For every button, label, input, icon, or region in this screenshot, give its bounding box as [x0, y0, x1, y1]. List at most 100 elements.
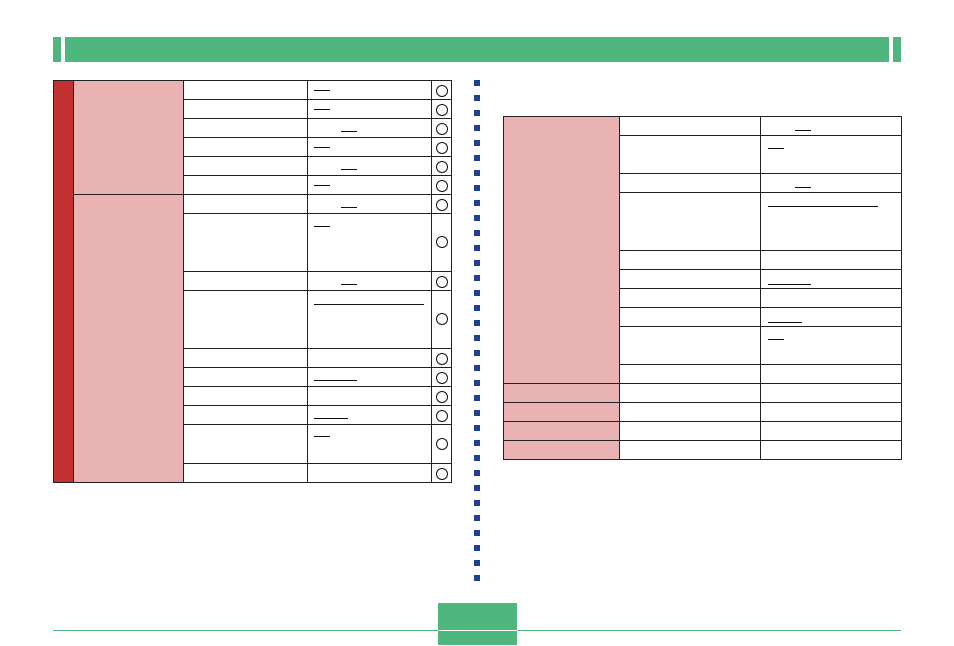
header-bar — [65, 37, 889, 62]
value-cell — [760, 173, 902, 193]
circle-icon — [435, 123, 448, 135]
circle-icon — [435, 142, 448, 154]
value-cell — [760, 383, 902, 403]
group-cell-2 — [73, 194, 184, 483]
item-cell — [183, 405, 308, 425]
item-cell — [619, 421, 761, 441]
value-cell — [760, 192, 902, 251]
value-cell — [760, 307, 902, 327]
circle-icon — [435, 391, 448, 403]
group-cell-7 — [503, 440, 620, 460]
value-cell — [307, 424, 432, 464]
column-divider — [474, 80, 480, 590]
value-cell — [760, 421, 902, 441]
value-cell — [760, 269, 902, 289]
value-cell — [760, 288, 902, 308]
flag-cell — [431, 99, 452, 119]
right-settings-table — [503, 116, 902, 460]
group-cell-5 — [503, 402, 620, 422]
flag-cell — [431, 386, 452, 406]
item-cell — [183, 424, 308, 464]
item-cell — [183, 156, 308, 176]
flag-cell — [431, 405, 452, 425]
value-cell — [307, 348, 432, 368]
value-cell — [760, 250, 902, 270]
flag-cell — [431, 156, 452, 176]
value-cell — [307, 175, 432, 195]
item-cell — [619, 307, 761, 327]
flag-cell — [431, 194, 452, 214]
value-cell — [307, 386, 432, 406]
item-cell — [183, 213, 308, 272]
item-cell — [619, 135, 761, 174]
item-cell — [619, 440, 761, 460]
value-cell — [760, 402, 902, 422]
flag-cell — [431, 118, 452, 138]
item-cell — [619, 364, 761, 384]
flag-cell — [431, 348, 452, 368]
value-cell — [760, 326, 902, 365]
flag-cell — [431, 367, 452, 387]
item-cell — [619, 250, 761, 270]
category-bar — [53, 80, 74, 483]
flag-cell — [431, 213, 452, 272]
value-cell — [307, 137, 432, 157]
flag-cell — [431, 175, 452, 195]
item-cell — [183, 194, 308, 214]
circle-icon — [435, 313, 448, 325]
item-cell — [183, 290, 308, 349]
value-cell — [760, 364, 902, 384]
item-cell — [183, 367, 308, 387]
flag-cell — [431, 271, 452, 291]
item-cell — [183, 463, 308, 483]
circle-icon — [435, 468, 448, 480]
item-cell — [619, 173, 761, 193]
item-cell — [183, 99, 308, 119]
circle-icon — [435, 276, 448, 288]
value-cell — [307, 156, 432, 176]
circle-icon — [435, 438, 448, 450]
value-cell — [307, 80, 432, 100]
item-cell — [619, 288, 761, 308]
item-cell — [619, 269, 761, 289]
item-cell — [183, 118, 308, 138]
item-cell — [619, 326, 761, 365]
circle-icon — [435, 161, 448, 173]
flag-cell — [431, 424, 452, 464]
circle-icon — [435, 199, 448, 211]
group-cell-1 — [73, 80, 184, 195]
item-cell — [619, 116, 761, 136]
item-cell — [183, 80, 308, 100]
item-cell — [619, 383, 761, 403]
header-left-tab — [53, 37, 61, 62]
value-cell — [307, 405, 432, 425]
flag-cell — [431, 463, 452, 483]
value-cell — [307, 290, 432, 349]
circle-icon — [435, 104, 448, 116]
value-cell — [307, 213, 432, 272]
value-cell — [307, 99, 432, 119]
circle-icon — [435, 236, 448, 248]
header-right-tab — [893, 37, 901, 62]
item-cell — [183, 348, 308, 368]
circle-icon — [435, 85, 448, 97]
item-cell — [619, 192, 761, 251]
value-cell — [307, 367, 432, 387]
group-cell-4 — [503, 383, 620, 403]
value-cell — [307, 271, 432, 291]
circle-icon — [435, 372, 448, 384]
value-cell — [307, 463, 432, 483]
value-cell — [307, 194, 432, 214]
value-cell — [760, 116, 902, 136]
circle-icon — [435, 410, 448, 422]
circle-icon — [435, 180, 448, 192]
value-cell — [307, 118, 432, 138]
group-cell-3 — [503, 116, 620, 384]
flag-cell — [431, 137, 452, 157]
item-cell — [183, 175, 308, 195]
item-cell — [183, 271, 308, 291]
value-cell — [760, 440, 902, 460]
flag-cell — [431, 80, 452, 100]
item-cell — [619, 402, 761, 422]
group-cell-6 — [503, 421, 620, 441]
